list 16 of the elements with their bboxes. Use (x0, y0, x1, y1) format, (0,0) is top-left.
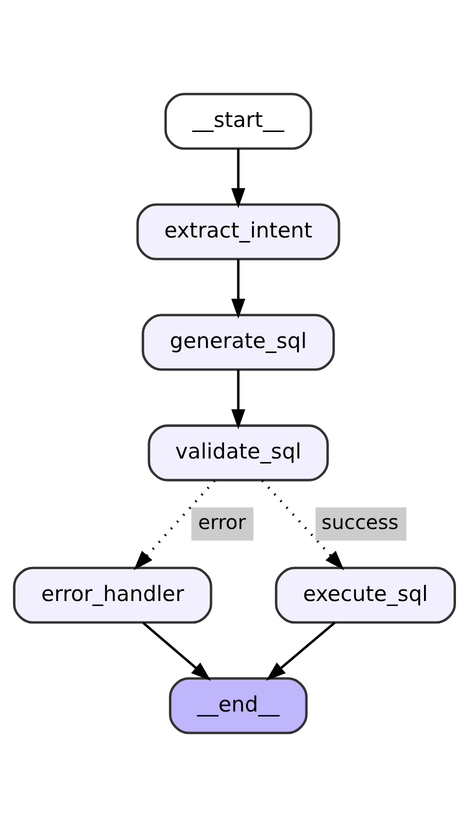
node-box: execute_sql (274, 566, 456, 624)
edge-label: error (198, 510, 246, 534)
node-box: validate_sql (148, 424, 329, 481)
arrow (134, 479, 216, 570)
node-box: error_handler (13, 566, 212, 624)
edge-label: success (322, 510, 399, 534)
arrow (231, 258, 246, 318)
node-box: __end__ (168, 676, 308, 734)
node-box: generate_sql (142, 313, 335, 370)
arrow (231, 369, 246, 429)
node-box: extract_intent (136, 202, 340, 260)
node-box: __start__ (164, 92, 312, 150)
arrow (142, 621, 211, 680)
arrow (266, 621, 336, 680)
arrow (231, 148, 246, 208)
arrow (261, 479, 344, 570)
